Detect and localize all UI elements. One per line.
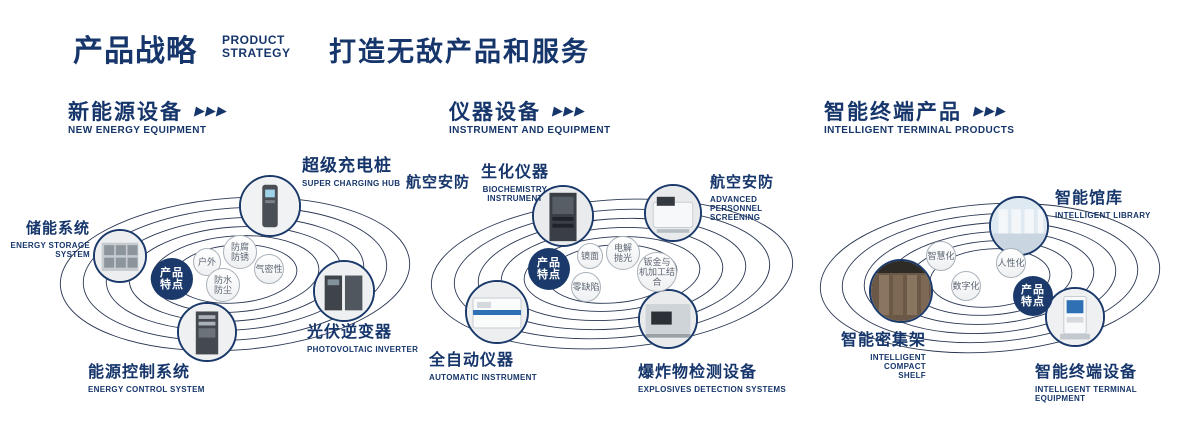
label-automatic-cn: 全自动仪器 [429,352,515,369]
section-header-instrument: 仪器设备 ▶▶▶ [449,96,588,126]
label-control: 能源控制系统 ENERGY CONTROL SYSTEM [88,358,205,394]
label-biochem-cn: 生化仪器 [480,164,549,181]
charging-hub-photo [241,177,299,235]
fast-forward-arrows-icon: ▶▶▶ [972,103,1009,118]
label-charging-en: SUPER CHARGING HUB [302,179,401,188]
label-library: 智能馆库 INTELLIGENT LIBRARY [1055,184,1151,220]
label-charging: 超级充电桩 SUPER CHARGING HUB [302,151,400,188]
product-circle-screening [644,184,702,242]
compact-shelf-photo [871,261,931,321]
label-storage-en: ENERGY STORAGE SYSTEM [10,241,90,259]
feature-bubble-electropolish: 电解 抛光 [606,236,640,270]
automatic-instrument-photo [467,282,527,342]
label-control-cn: 能源控制系统 [88,364,191,381]
label-library-en: INTELLIGENT LIBRARY [1055,211,1151,220]
label-shelf-cn: 智能密集架 [840,332,926,349]
product-features-badge-instrument: 产品 特点 [528,248,570,290]
fast-forward-arrows-icon: ▶▶▶ [193,103,230,118]
label-automatic: 全自动仪器 AUTOMATIC INSTRUMENT [429,346,537,382]
product-features-badge-energy: 产品 特点 [151,258,193,300]
label-control-en: ENERGY CONTROL SYSTEM [88,385,205,394]
feature-bubble-outdoor: 户外 [193,248,221,276]
section-subtitle-instrument: INSTRUMENT AND EQUIPMENT [449,125,611,136]
label-screening: 航空安防 ADVANCED PERSONNEL SCREENING [710,171,810,222]
label-screening-cn: 航空安防 [710,174,775,191]
page-tagline: 打造无敌产品和服务 [329,37,590,67]
label-shelf: 智能密集架 INTELLIGENT COMPACT SHELF [828,326,926,380]
product-circle-kiosk [1045,287,1105,347]
product-circle-inverter [313,260,375,322]
product-circle-control [177,302,237,362]
label-inverter-en: PHOTOVOLTAIC INVERTER [307,345,419,354]
energy-storage-photo [95,231,145,281]
label-biochem-en: BIOCHEMISTRY INSTRUMENT [482,185,548,203]
energy-control-photo [179,304,235,360]
section-title-energy: 新能源设备 [68,101,183,124]
label-biochem: 生化仪器 BIOCHEMISTRY INSTRUMENT [455,158,575,203]
section-title-instrument: 仪器设备 [449,101,541,124]
label-charging-cn: 超级充电桩 [302,156,392,175]
pv-inverter-photo [315,262,373,320]
feature-bubble-airtight: 气密性 [254,254,284,284]
section-subtitle-terminal: INTELLIGENT TERMINAL PRODUCTS [824,125,1015,136]
label-kiosk: 智能终端设备 INTELLIGENT TERMINAL EQUIPMENT [1035,358,1180,403]
product-circle-automatic [465,280,529,344]
feature-bubble-mirror: 镜面 [577,243,603,269]
label-inverter-cn: 光伏逆变器 [307,324,393,341]
terminal-kiosk-photo [1047,289,1103,345]
feature-bubble-sheetmetal: 钣金与 机加工结合 [637,252,677,292]
label-storage-cn: 储能系统 [25,220,90,237]
label-screening-en: ADVANCED PERSONNEL SCREENING [710,195,763,222]
section-subtitle-energy: NEW ENERGY EQUIPMENT [68,125,207,136]
page-title-english: PRODUCT STRATEGY [222,33,291,60]
feature-bubble-zerodefect: 零缺陷 [571,272,601,302]
intelligent-library-photo [991,198,1047,254]
section-title-terminal: 智能终端产品 [824,101,962,124]
feature-bubble-smart: 智慧化 [926,241,956,271]
label-automatic-en: AUTOMATIC INSTRUMENT [429,373,537,382]
label-explosives: 爆炸物检测设备 EXPLOSIVES DETECTION SYSTEMS [638,358,786,394]
product-features-badge-terminal: 产品 特点 [1013,276,1053,316]
page-title: 产品战略 [73,35,197,68]
product-circle-charging [239,175,301,237]
feature-bubble-digital: 数字化 [951,271,981,301]
label-kiosk-cn: 智能终端设备 [1035,364,1138,381]
section-header-terminal: 智能终端产品 ▶▶▶ [824,96,1009,126]
feature-bubble-humanized: 人性化 [996,248,1026,278]
product-circle-library [989,196,1049,256]
feature-bubble-waterproof: 防水 防尘 [206,268,240,302]
section-header-energy: 新能源设备 ▶▶▶ [68,96,230,126]
label-inverter: 光伏逆变器 PHOTOVOLTAIC INVERTER [307,318,418,354]
label-storage: 储能系统 ENERGY STORAGE SYSTEM [6,217,90,259]
product-circle-biochem [532,185,594,247]
label-explosives-cn: 爆炸物检测设备 [638,364,758,381]
label-library-cn: 智能馆库 [1055,190,1124,207]
label-shelf-en: INTELLIGENT COMPACT SHELF [870,353,926,380]
label-explosives-en: EXPLOSIVES DETECTION SYSTEMS [638,385,786,394]
product-circle-explosives [638,289,698,349]
feature-bubble-anticorrosion: 防腐 防锈 [223,235,257,269]
product-circle-storage [93,229,147,283]
label-aviation-security-cn: 航空安防 [406,174,471,191]
product-circle-shelf [869,259,933,323]
personnel-screening-photo [646,186,700,240]
biochem-instrument-photo [534,187,592,245]
label-aviation-security: 航空安防 [406,171,470,192]
label-kiosk-en: INTELLIGENT TERMINAL EQUIPMENT [1035,385,1137,403]
explosives-detection-photo [640,291,696,347]
fast-forward-arrows-icon: ▶▶▶ [551,103,588,118]
